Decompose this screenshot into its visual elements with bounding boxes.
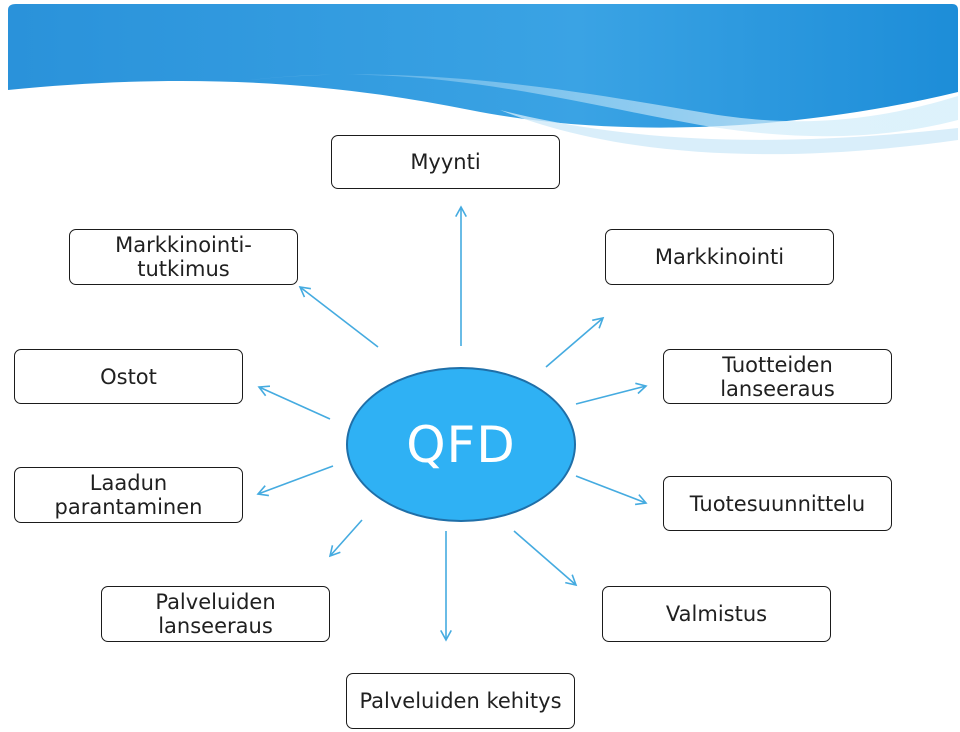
node-label: Myynti bbox=[410, 150, 481, 174]
header-banner bbox=[8, 4, 958, 155]
qfd-hub: QFD bbox=[346, 367, 576, 522]
node-label-line-2: lanseeraus bbox=[720, 376, 835, 401]
node-palveluiden-lanseeraus: Palveluiden lanseeraus bbox=[101, 586, 330, 642]
arrow-to-palveluiden-lanseeraus bbox=[328, 519, 363, 558]
arrow-to-myynti bbox=[455, 205, 467, 346]
node-markkinointi: Markkinointi bbox=[605, 229, 834, 285]
node-ostot: Ostot bbox=[14, 349, 243, 404]
node-valmistus: Valmistus bbox=[602, 586, 831, 642]
arrow-to-ostot bbox=[257, 385, 331, 420]
node-label-line-2: parantaminen bbox=[54, 495, 203, 519]
node-tuotteiden-lanseeraus: Tuotteiden lanseeraus bbox=[663, 349, 892, 404]
node-label-line-1: Tuotteiden bbox=[722, 352, 833, 377]
arrow-to-markkinointitutkimus bbox=[298, 285, 379, 348]
hub-label: QFD bbox=[406, 415, 516, 474]
node-palveluiden-kehitys: Palveluiden kehitys bbox=[346, 673, 575, 729]
node-label-line-1: Palveluiden bbox=[155, 590, 276, 614]
arrow-to-palveluiden-kehitys bbox=[440, 531, 452, 642]
arrow-to-markkinointi bbox=[545, 316, 605, 368]
node-tuotesuunnittelu: Tuotesuunnittelu bbox=[663, 476, 892, 531]
node-label-line-1: Laadun bbox=[89, 471, 168, 495]
arrow-to-tuotteiden-lanseeraus bbox=[575, 382, 648, 405]
node-myynti: Myynti bbox=[331, 135, 560, 189]
node-label-line-2: lanseeraus bbox=[158, 614, 273, 638]
node-label: Tuotesuunnittelu bbox=[689, 491, 866, 516]
node-laadun-parantaminen: Laadun parantaminen bbox=[14, 467, 243, 523]
arrow-to-valmistus bbox=[513, 530, 578, 587]
node-label-line-1: Markkinointi- bbox=[115, 233, 252, 257]
node-markkinointitutkimus: Markkinointi- tutkimus bbox=[69, 229, 298, 285]
node-label: Ostot bbox=[100, 364, 157, 389]
arrow-to-laadun-parantaminen bbox=[256, 465, 334, 497]
node-label: Valmistus bbox=[665, 602, 768, 626]
node-label: Palveluiden kehitys bbox=[359, 689, 562, 713]
node-label: Markkinointi bbox=[654, 245, 785, 269]
arrow-to-tuotesuunnittelu bbox=[575, 475, 648, 506]
node-label-line-2: tutkimus bbox=[137, 257, 230, 281]
